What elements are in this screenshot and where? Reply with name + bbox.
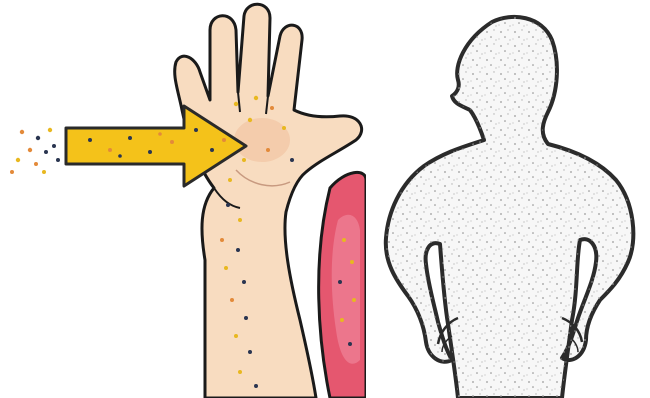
body-silhouette [386,17,634,398]
particles-left [10,128,60,174]
body-silhouette-illustration [372,0,650,398]
right-illustration [372,0,650,398]
organ-shape [319,172,366,398]
hand-arm-illustration [0,0,366,398]
left-illustration [0,0,366,398]
